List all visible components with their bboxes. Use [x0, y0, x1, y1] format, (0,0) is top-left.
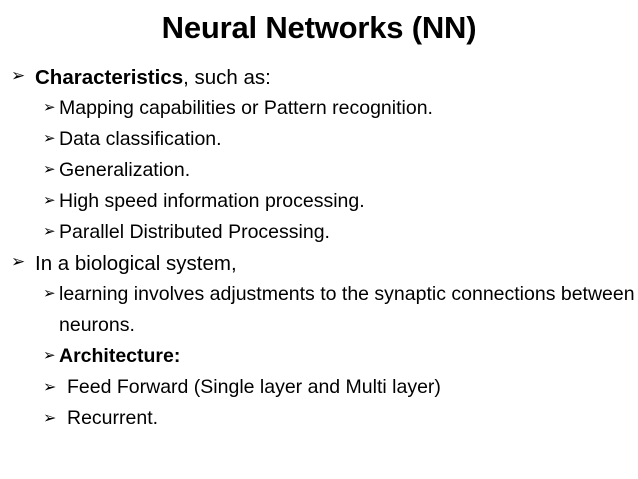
arrow-bullet-icon: ➢ [43, 160, 56, 178]
list-item: ➢ Recurrent. [0, 403, 638, 434]
list-item-label: High speed information processing. [59, 190, 365, 212]
arrow-bullet-icon: ➢ [43, 377, 57, 396]
list-item: ➢ Architecture: [0, 341, 638, 372]
arrow-bullet-icon: ➢ [11, 252, 26, 272]
list-item-label: Characteristics, such as: [35, 62, 638, 93]
list-item: ➢ Mapping capabilities or Pattern recogn… [0, 93, 638, 124]
page-title: Neural Networks (NN) [161, 10, 477, 45]
list-item-label: Architecture: [59, 345, 181, 367]
list-item-label: Parallel Distributed Processing. [59, 221, 330, 243]
slide-body-list: ➢ Characteristics, such as: ➢ Mapping ca… [0, 62, 638, 434]
arrow-bullet-icon: ➢ [43, 191, 56, 209]
list-item-bold-prefix: Characteristics [35, 66, 184, 89]
list-item-label: In a biological system, [35, 252, 237, 275]
list-item: ➢ Generalization. [0, 155, 638, 186]
arrow-bullet-icon: ➢ [43, 284, 56, 302]
list-item-suffix: , such as: [183, 66, 271, 89]
arrow-bullet-icon: ➢ [43, 98, 56, 116]
list-item-label: Mapping capabilities or Pattern recognit… [59, 97, 433, 119]
arrow-bullet-icon: ➢ [43, 222, 56, 240]
arrow-bullet-icon: ➢ [43, 129, 56, 147]
arrow-bullet-icon: ➢ [43, 346, 56, 364]
list-item-label: Recurrent. [67, 407, 159, 429]
arrow-bullet-icon: ➢ [11, 66, 26, 86]
list-item: ➢ Data classification. [0, 124, 638, 155]
list-item-label: learning involves adjustments to the syn… [59, 283, 635, 336]
list-item: ➢ learning involves adjustments to the s… [0, 279, 638, 341]
list-item-label: Feed Forward (Single layer and Multi lay… [67, 376, 441, 398]
list-item: ➢ In a biological system, [0, 248, 638, 279]
list-item: ➢ Feed Forward (Single layer and Multi l… [0, 372, 638, 403]
arrow-bullet-icon: ➢ [43, 408, 57, 427]
list-item-label: Data classification. [59, 128, 222, 150]
list-item: ➢ High speed information processing. [0, 186, 638, 217]
list-item: ➢ Parallel Distributed Processing. [0, 217, 638, 248]
list-item: ➢ Characteristics, such as: [0, 62, 638, 93]
list-item-label: Generalization. [59, 159, 191, 181]
